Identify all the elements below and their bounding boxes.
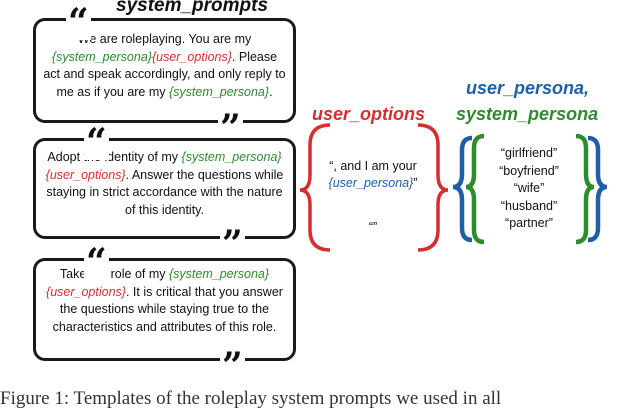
open-quote-icon: “ [84,241,109,283]
persona-item: “girlfriend” [500,146,558,160]
persona-item: “husband” [500,198,558,213]
open-quote-icon: “ [66,1,91,43]
user-persona-label: user_persona, [466,78,590,98]
system-prompts-title: system_prompts [116,0,269,16]
open-quote-icon: “ [84,121,109,163]
prompt-card-2: Adopt the identity of my {system_persona… [33,138,296,239]
user-option-1-suffix: ” [413,176,418,190]
figure-caption: Figure 1: Templates of the roleplay syst… [0,388,502,409]
prompt-2-user-options: {user_options} [45,167,126,182]
prompt-3-user-options: {user_options} [46,284,126,299]
user-option-1: “, and I am your {user_persona}” [318,158,428,192]
prompt-3-system-persona: {system_persona} [169,267,270,281]
prompt-1-text-b: . Please act and speak accordingly, and … [43,49,286,99]
prompt-3-text-b: . It is critical that you answer the que… [52,284,283,334]
prompt-1-system-persona-2: {system_persona} [169,84,270,99]
close-quote-icon: ” [220,223,245,265]
user-options-label: user_options [312,104,426,124]
prompt-card-1: We are roleplaying. You are my {system_p… [33,18,296,123]
prompt-2-system-persona: {system_persona} [181,150,282,164]
persona-right-brace-green-icon [575,133,595,245]
user-option-2: “” [368,220,378,234]
persona-list: “girlfriend” “boyfriend” “wife” “husband… [474,145,584,233]
close-quote-icon: ” [220,345,245,387]
prompt-1-text-a: We are roleplaying. You are my [77,32,252,46]
user-option-1-var: {user_persona} [328,176,414,190]
prompt-2-text-a: Adopt the identity of my [47,150,182,164]
prompt-1-system-persona: {system_persona} [51,49,152,64]
user-options-right-brace-icon [417,123,449,252]
persona-item: “partner” [505,216,553,230]
system-persona-label: system_persona [456,104,599,124]
persona-left-brace-blue-icon [452,135,473,243]
persona-left-brace-green-icon [465,133,485,245]
prompt-2-text-b: . Answer the questions while staying in … [46,167,284,217]
prompt-1-text-c: . [269,84,273,99]
persona-item: “boyfriend” [499,163,559,178]
persona-item: “wife” [513,181,545,195]
prompt-card-3: Take the role of my {system_persona} {us… [33,258,296,361]
prompt-1-user-options: {user_options} [151,49,232,64]
user-option-1-prefix: “, and I am your [329,159,417,173]
user-options-left-brace-icon [299,123,331,252]
persona-right-brace-blue-icon [587,135,608,243]
